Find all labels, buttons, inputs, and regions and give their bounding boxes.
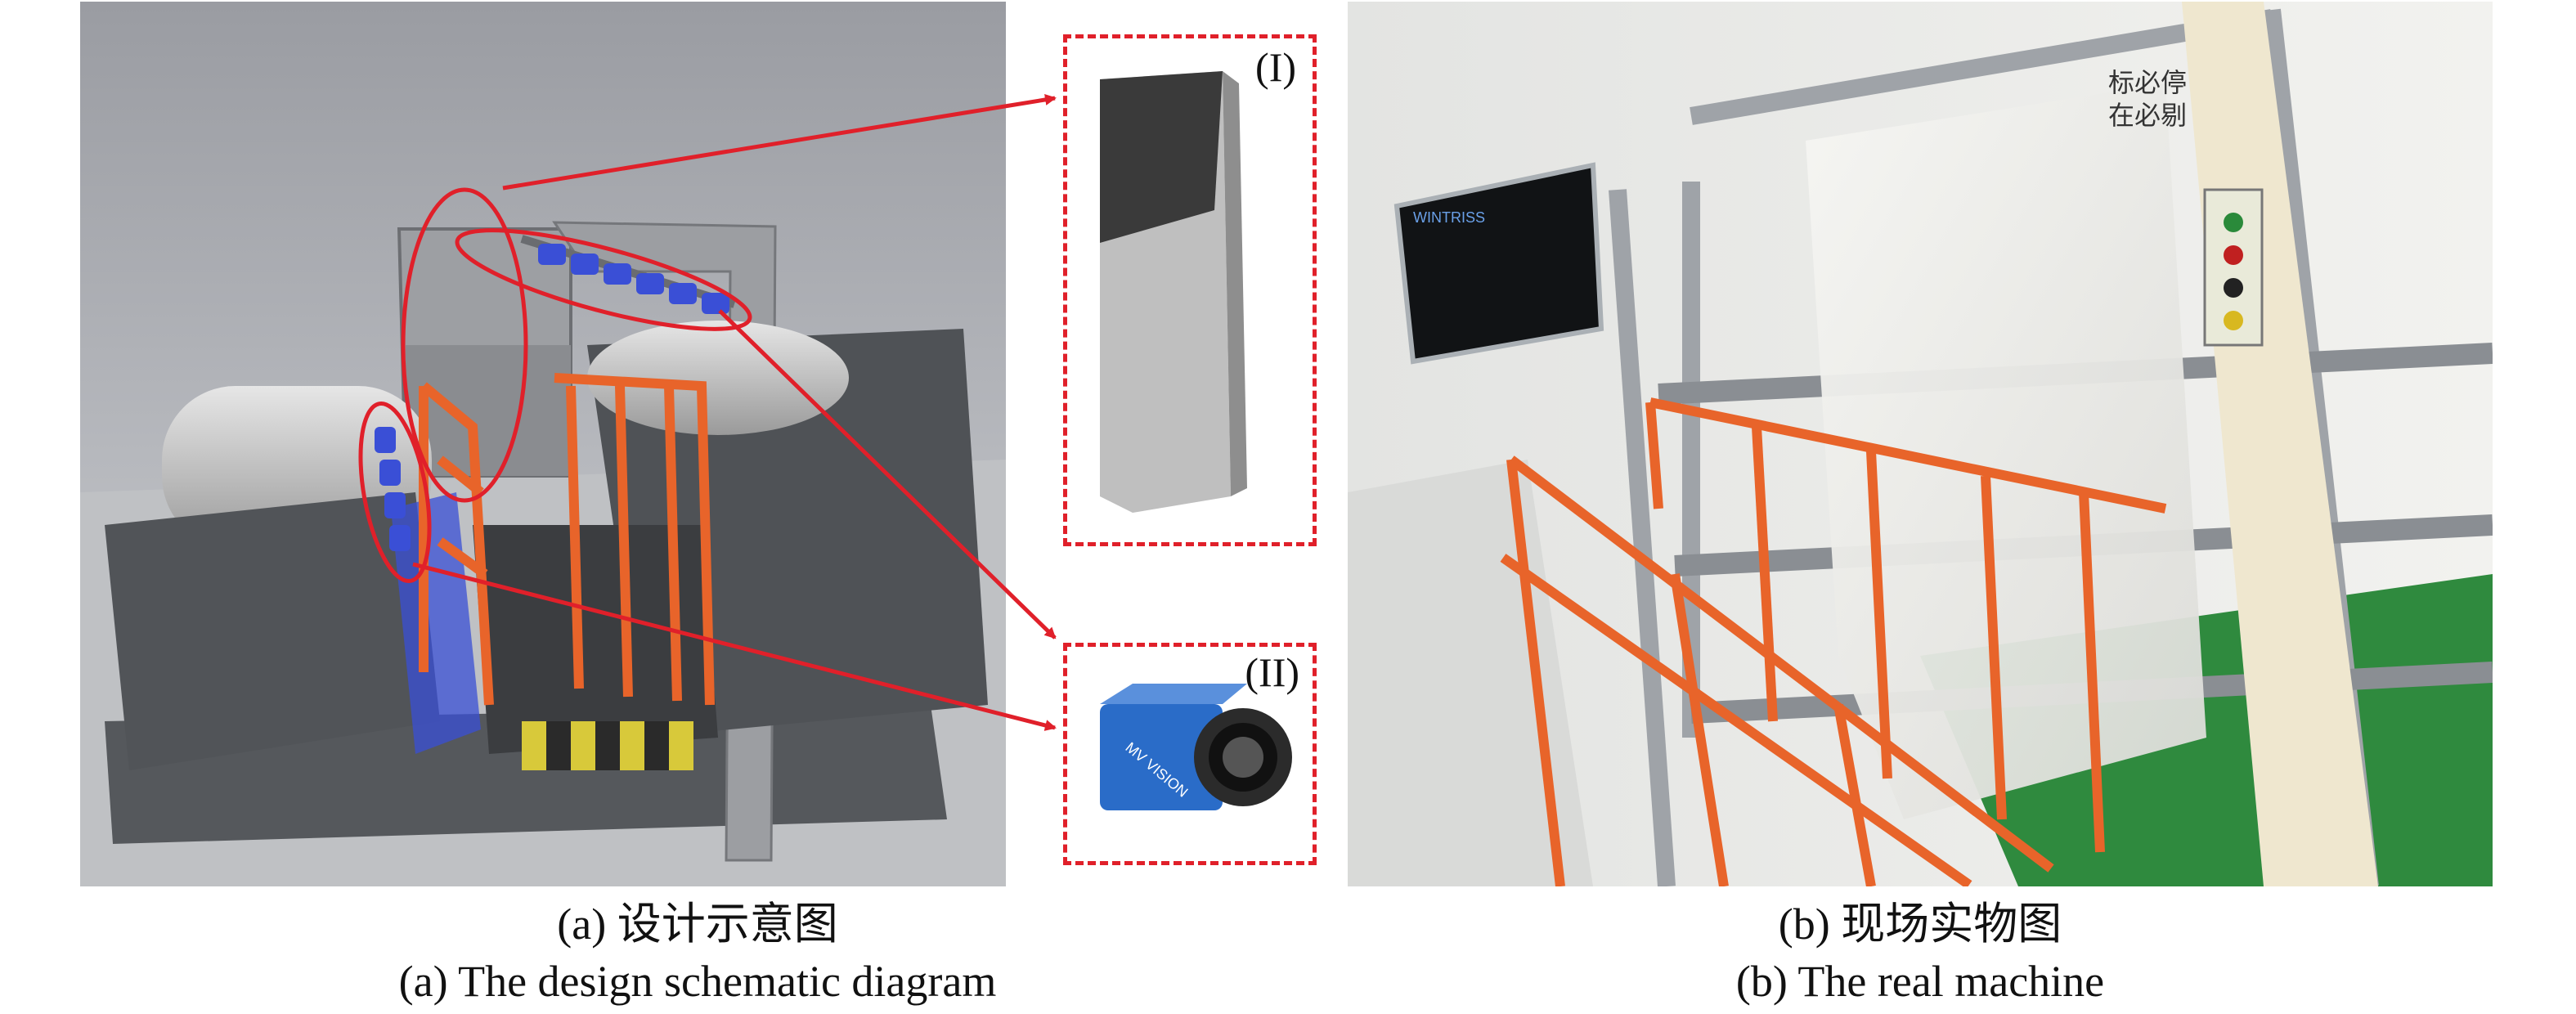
fabric-sheet [1806, 83, 2206, 819]
caption-b-chinese: (b) 现场实物图 [1778, 900, 2062, 949]
real-machine-photo: WINTRISS 标必停 在必剔 [1348, 2, 2493, 886]
inset-label-ii: (II) [1245, 649, 1299, 695]
callout-ellipse-camera-rack-left [358, 401, 432, 584]
svg-text:标必停: 标必停 [2108, 67, 2187, 98]
caption-b-english: (b) The real machine [1735, 957, 2105, 1006]
callout-ellipse-camera-rack-top [455, 228, 752, 331]
inset-camera: MV VISION (II) [1063, 643, 1317, 865]
callout-ellipse-hopper [401, 187, 528, 503]
inset-label-i: (I) [1255, 44, 1296, 90]
svg-text:WINTRISS: WINTRISS [1413, 209, 1485, 226]
caption-a-chinese: (a) 设计示意图 [557, 900, 838, 949]
svg-text:在必剔: 在必剔 [2108, 100, 2187, 131]
control-screen [1393, 162, 1604, 365]
caption-a-english: (a) The design schematic diagram [398, 957, 997, 1006]
inset-monitor: (I) [1063, 34, 1317, 546]
